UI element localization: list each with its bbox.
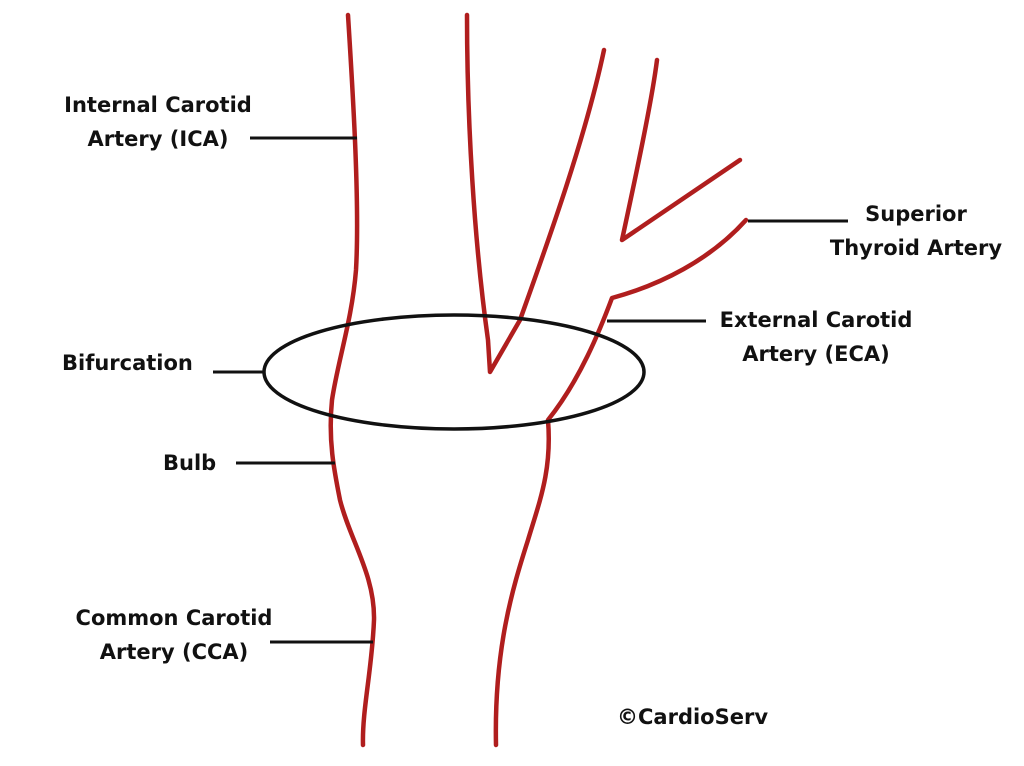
bifurcation-ellipse <box>262 313 646 431</box>
superior-thyroid-label-line-2: Thyroid Artery <box>829 236 1003 260</box>
cca-label-line-2: Artery (CCA) <box>99 640 249 664</box>
eca-label-line-2: Artery (ECA) <box>742 342 890 366</box>
ica-label: Internal Carotid Artery (ICA) <box>52 88 264 156</box>
superior-thyroid-label: Superior Thyroid Artery <box>820 197 1012 265</box>
bifurcation-label: Bifurcation <box>62 351 193 375</box>
bulb-label: Bulb <box>163 451 217 475</box>
cca-label: Common Carotid Artery (CCA) <box>58 601 290 669</box>
eca-branch-inner-wall <box>619 57 743 243</box>
eca-cca-right-wall <box>493 217 749 748</box>
superior-thyroid-label-line-1: Superior <box>865 202 967 226</box>
ica-right-wall-and-crotch <box>464 12 607 375</box>
eca-label: External Carotid Artery (ECA) <box>708 303 924 371</box>
ica-label-line-1: Internal Carotid <box>64 93 252 117</box>
copyright-notice: ©CardioServ <box>617 705 769 729</box>
eca-label-line-1: External Carotid <box>719 308 913 332</box>
ica-cca-left-wall <box>328 12 377 748</box>
ica-label-line-2: Artery (ICA) <box>87 127 229 151</box>
cca-label-line-1: Common Carotid <box>75 606 273 630</box>
